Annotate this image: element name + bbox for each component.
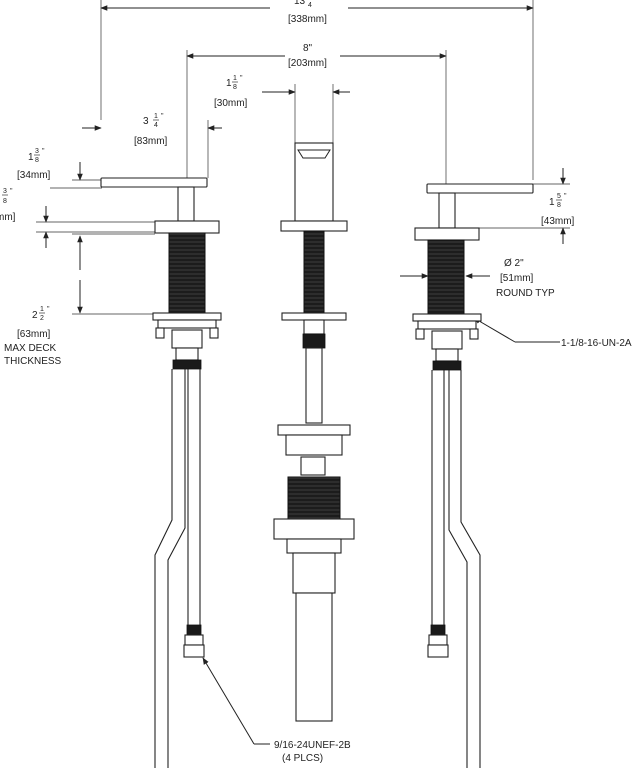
handle-height-whole: 1 — [28, 152, 34, 163]
shank-thread-callout: 1-1/8-16-UN-2A — [473, 317, 632, 349]
handle-height-unit: " — [42, 148, 45, 155]
deck-thickness-denominator: 2 — [40, 315, 44, 322]
stem-height-metric: mm] — [0, 212, 16, 223]
diameter-value: Ø 2" — [504, 258, 524, 269]
spout-assembly — [273, 142, 355, 722]
center-spread-dimension: 8" [203mm] — [186, 43, 447, 185]
stem-height-unit: " — [10, 188, 13, 195]
overall-width-metric: [338mm] — [288, 14, 327, 25]
right-handle-height-whole: 1 — [549, 197, 555, 208]
handle-length-unit: " — [161, 113, 164, 120]
handle-height-denominator: 8 — [35, 157, 39, 164]
diameter-metric: [51mm] — [500, 273, 534, 284]
handle-height-numerator: 3 — [35, 148, 39, 155]
center-spread-metric: [203mm] — [288, 58, 327, 69]
right-handle-height-denominator: 8 — [557, 202, 561, 209]
center-spread-value: 8" — [303, 43, 313, 54]
right-handle-height-numerator: 5 — [557, 193, 561, 200]
overall-width-dimension: 13 4 [338mm] — [100, 0, 534, 180]
diameter-dimension: Ø 2" [51mm] ROUND TYP — [400, 258, 555, 299]
supply-thread-callout: 9/16-24UNEF-2B (4 PLCS) — [202, 657, 351, 764]
deck-thickness-note-1: MAX DECK — [4, 343, 57, 354]
spout-width-whole: 1 — [226, 78, 232, 89]
stem-height-numerator: 3 — [3, 188, 7, 195]
handle-height-dimension: 1 3 8 " [34mm] — [17, 148, 102, 189]
supply-thread-label-2: (4 PLCS) — [282, 753, 323, 764]
right-handle-height-unit: " — [564, 193, 567, 200]
left-handle-assembly — [100, 177, 222, 768]
spout-width-metric: [30mm] — [214, 98, 248, 109]
stem-height-dimension: 3 8 " mm] — [0, 188, 155, 248]
handle-length-dimension: 3 1 4 " [83mm] — [82, 113, 222, 178]
right-handle-assembly — [412, 183, 534, 768]
deck-thickness-dimension: 2 1 2 " [63mm] MAX DECK THICKNESS — [4, 233, 155, 367]
supply-thread-label-1: 9/16-24UNEF-2B — [274, 740, 351, 751]
diameter-note: ROUND TYP — [496, 288, 555, 299]
spout-width-denominator: 8 — [233, 84, 237, 91]
handle-length-numerator: 1 — [154, 113, 158, 120]
deck-thickness-numerator: 1 — [40, 306, 44, 313]
overall-width-whole: 13 — [294, 0, 306, 7]
deck-thickness-unit: " — [47, 306, 50, 313]
stem-height-denominator: 8 — [3, 198, 7, 205]
right-handle-height-dimension: 1 5 8 " [43mm] — [478, 168, 575, 244]
handle-height-metric: [34mm] — [17, 170, 51, 181]
shank-thread-label: 1-1/8-16-UN-2A — [561, 338, 632, 349]
deck-thickness-whole: 2 — [32, 310, 38, 321]
right-handle-height-metric: [43mm] — [541, 216, 575, 227]
overall-width-denominator: 4 — [308, 2, 312, 9]
handle-length-metric: [83mm] — [134, 136, 168, 147]
handle-length-denominator: 4 — [154, 122, 158, 129]
deck-thickness-note-2: THICKNESS — [4, 356, 62, 367]
deck-thickness-metric: [63mm] — [17, 329, 51, 340]
handle-length-whole: 3 — [143, 116, 149, 127]
spout-width-dimension: 1 1 8 " [30mm] — [214, 75, 350, 145]
spout-width-numerator: 1 — [233, 75, 237, 82]
spout-width-unit: " — [240, 75, 243, 82]
